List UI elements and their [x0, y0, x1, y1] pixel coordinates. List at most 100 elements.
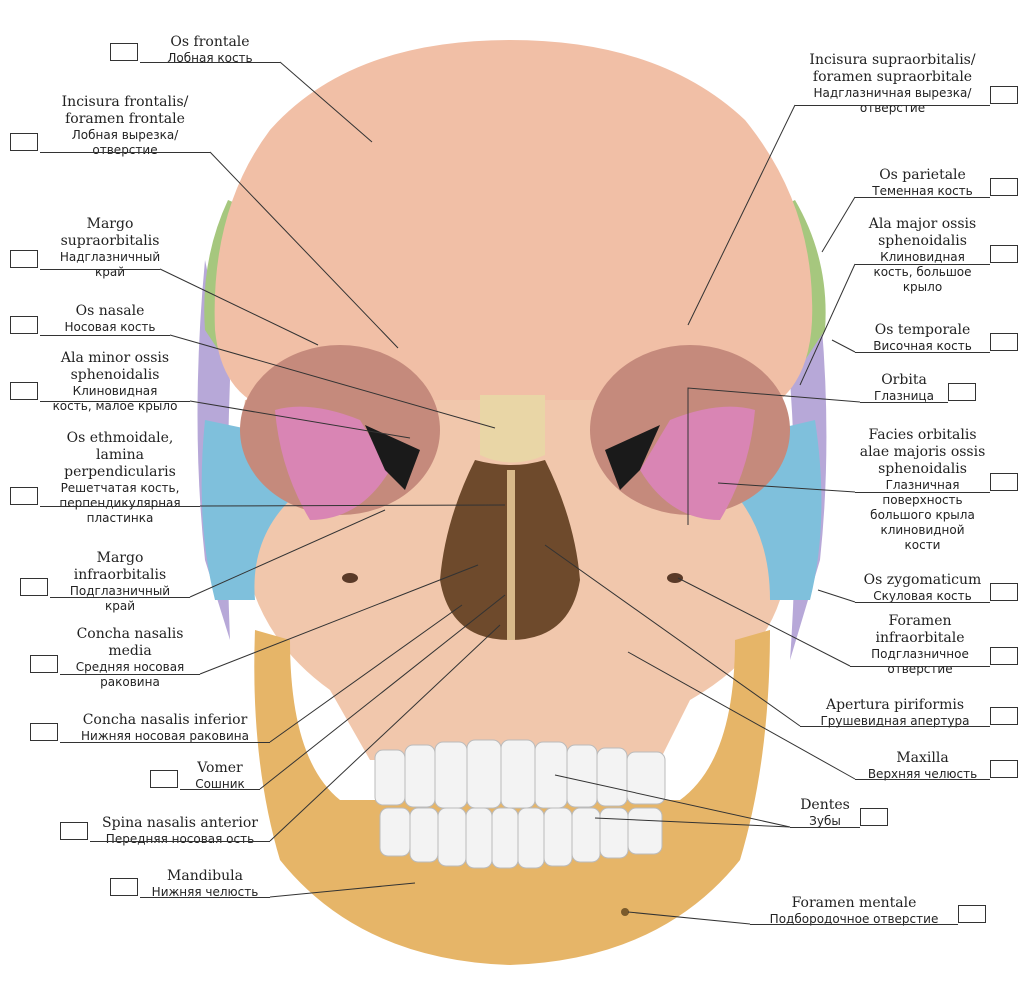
label-number-13 [990, 86, 1018, 104]
latin-term: sphenoidalis [40, 367, 190, 384]
russian-term: раковина [60, 675, 200, 690]
label-number-15 [990, 245, 1018, 263]
latin-term: Dentes [790, 797, 860, 814]
latin-term: Concha nasalis inferior [60, 712, 270, 729]
label-rule [40, 335, 170, 336]
label-number-8 [10, 382, 38, 400]
label-rule [795, 105, 990, 106]
latin-term: Facies orbitalis [855, 427, 990, 444]
label-rule [90, 841, 270, 842]
upper-teeth [375, 740, 665, 808]
label-number-2 [60, 822, 88, 840]
latin-term: Apertura piriformis [800, 697, 990, 714]
label-23: DentesЗубы [790, 797, 860, 829]
latin-term: lamina [40, 447, 200, 464]
label-number-11 [10, 133, 38, 151]
latin-term: Ala minor ossis [40, 350, 190, 367]
label-rule [50, 597, 190, 598]
russian-term: Надглазничная вырезка/ [795, 86, 990, 101]
label-rule [40, 401, 190, 402]
latin-term: Foramen mentale [750, 895, 958, 912]
russian-term: кость, большое [855, 265, 990, 280]
label-number-24 [958, 905, 986, 923]
latin-term: media [60, 643, 200, 660]
leader-line-19 [818, 590, 855, 602]
latin-term: Os frontale [140, 34, 280, 51]
label-rule [40, 152, 210, 153]
russian-term: отверстие [850, 662, 990, 677]
russian-term: пластинка [40, 511, 200, 526]
mental-foramen [621, 908, 629, 916]
label-rule [800, 726, 990, 727]
label-13: Incisura supraorbitalis/foramen supraorb… [795, 52, 990, 116]
label-10: MargosupraorbitalisНадглазничныйкрай [40, 216, 180, 280]
latin-term: Os zygomaticum [855, 572, 990, 589]
label-number-14 [990, 178, 1018, 196]
russian-term: Лобная кость [140, 51, 280, 66]
label-rule [855, 264, 990, 265]
label-rule [750, 924, 958, 925]
latin-term: foramen supraorbitale [795, 69, 990, 86]
label-19: Os zygomaticumСкуловая кость [855, 572, 990, 604]
label-rule [180, 789, 260, 790]
label-rule [855, 197, 990, 198]
label-rule [850, 666, 990, 667]
label-number-3 [150, 770, 178, 788]
russian-term: Решетчатая кость, [40, 481, 200, 496]
label-number-10 [10, 250, 38, 268]
label-1: MandibulaНижняя челюсть [140, 868, 270, 900]
russian-term: клиновидной [855, 523, 990, 538]
label-4: Concha nasalis inferiorНижняя носовая ра… [60, 712, 270, 744]
label-number-4 [30, 723, 58, 741]
leader-line-16 [832, 340, 855, 352]
latin-term: Incisura frontalis/ [40, 94, 210, 111]
russian-term: край [40, 265, 180, 280]
latin-term: Maxilla [855, 750, 990, 767]
label-15: Ala major ossissphenoidalisКлиновиднаяко… [855, 216, 990, 295]
infraorbital-foramen-left [342, 573, 358, 583]
label-rule [855, 779, 990, 780]
label-20: ForameninfraorbitaleПодглазничноеотверст… [850, 613, 990, 677]
latin-term: Os temporale [855, 322, 990, 339]
label-number-23 [860, 808, 888, 826]
russian-term: перпендикулярная [40, 496, 200, 511]
latin-term: sphenoidalis [855, 233, 990, 250]
label-24: Foramen mentaleПодбородочное отверстие [750, 895, 958, 927]
latin-term: perpendicularis [40, 464, 200, 481]
label-number-5 [30, 655, 58, 673]
label-number-20 [990, 647, 1018, 665]
label-rule [855, 492, 990, 493]
frontal-bone [215, 40, 813, 400]
label-rule [40, 269, 160, 270]
latin-term: foramen frontale [40, 111, 210, 128]
label-rule [40, 506, 200, 507]
label-rule [60, 674, 200, 675]
latin-term: Os nasale [40, 303, 180, 320]
latin-term: Foramen [850, 613, 990, 630]
russian-term: поверхность [855, 493, 990, 508]
label-3: VomerСошник [180, 760, 260, 792]
latin-term: Os ethmoidale, [40, 430, 200, 447]
latin-term: Mandibula [140, 868, 270, 885]
label-18: Facies orbitalisalae majoris ossisspheno… [855, 427, 990, 553]
latin-term: Margo [50, 550, 190, 567]
latin-term: sphenoidalis [855, 461, 990, 478]
russian-term: Надглазничный [40, 250, 180, 265]
label-number-22 [990, 760, 1018, 778]
label-rule [860, 402, 948, 403]
label-rule [855, 602, 990, 603]
latin-term: supraorbitalis [40, 233, 180, 250]
label-16: Os temporaleВисочная кость [855, 322, 990, 354]
label-number-12 [110, 43, 138, 61]
latin-term: infraorbitalis [50, 567, 190, 584]
russian-term: Клиновидная [40, 384, 190, 399]
latin-term: Margo [40, 216, 180, 233]
